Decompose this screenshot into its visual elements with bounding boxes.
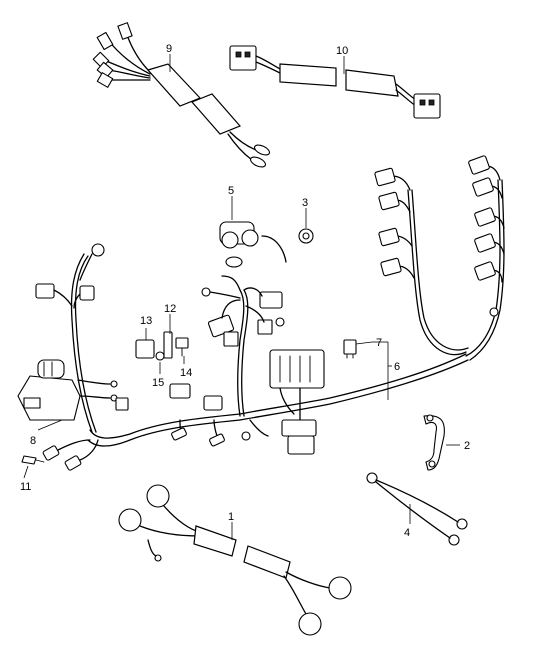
part-3-nut (298, 228, 314, 244)
part-1-harness (118, 484, 352, 636)
callout-13: 13 (140, 315, 152, 327)
callout-labels: 1 2 3 4 5 6 7 8 9 10 11 12 13 14 15 (20, 43, 470, 539)
callout-8: 8 (30, 435, 36, 447)
callout-3: 3 (302, 197, 308, 209)
junction-block (269, 339, 357, 455)
callout-1: 1 (228, 511, 234, 523)
lower-left-components (17, 243, 129, 471)
callout-5: 5 (228, 185, 234, 197)
leader-lines (23, 54, 460, 540)
part-10-harness (229, 45, 441, 119)
callout-9: 9 (166, 43, 172, 55)
callout-7: 7 (376, 337, 382, 349)
part-5-grommet (219, 221, 287, 268)
part-4-ground-wires (366, 472, 468, 546)
centre-branch-components (201, 275, 285, 347)
parts-12-15 (135, 331, 189, 361)
part-2-bracket (423, 414, 445, 471)
callout-14: 14 (180, 367, 192, 379)
callout-6: 6 (394, 361, 400, 373)
callout-2: 2 (464, 440, 470, 452)
callout-4: 4 (404, 527, 410, 539)
callout-12: 12 (164, 303, 176, 315)
callout-11: 11 (20, 481, 31, 493)
callout-10: 10 (336, 45, 348, 57)
main-harness (70, 179, 505, 447)
callout-15: 15 (152, 377, 164, 389)
right-branch-connectors (374, 155, 505, 317)
lower-middle-plugs (169, 383, 251, 447)
part-9-harness (92, 22, 270, 168)
